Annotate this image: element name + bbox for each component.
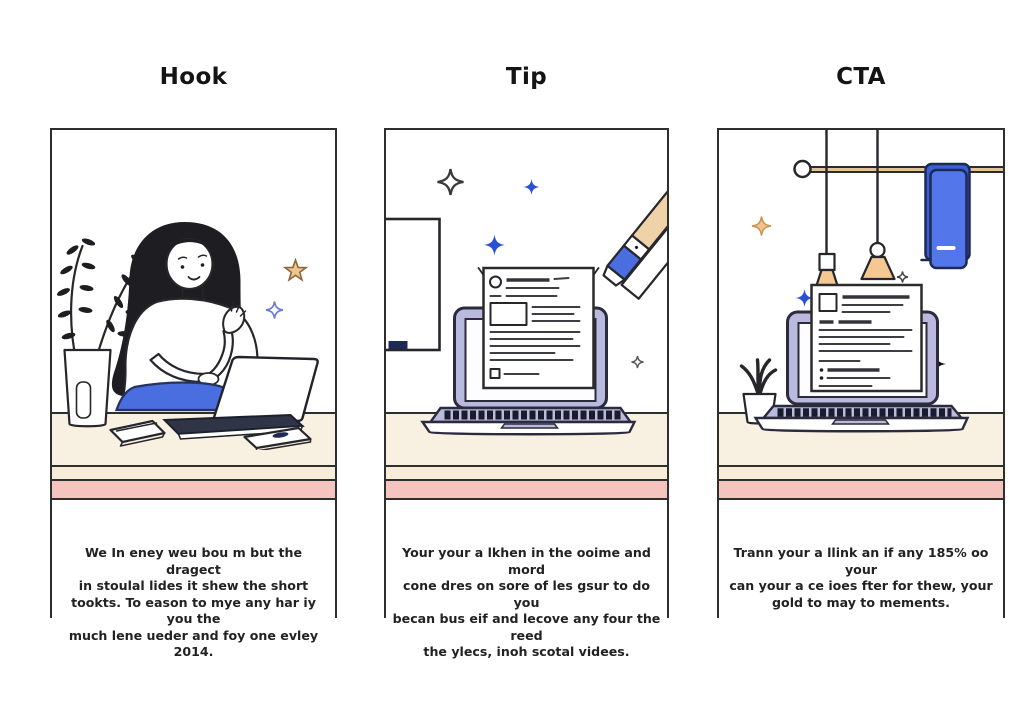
sparkle-icon	[523, 179, 540, 195]
caption-line: tookts. To eason to mye any har iy you t…	[71, 594, 316, 627]
panel-cta: Trann your a llink an if any 185% oo you…	[717, 128, 1005, 618]
cream-stripe	[386, 465, 667, 479]
sparkle-icon	[484, 234, 505, 256]
panel-title-cta: CTA	[836, 64, 886, 90]
caption-line: cone dres on sore of les gsur to do you	[403, 578, 650, 610]
laptop-keyboard-icon	[420, 406, 637, 436]
laptop-lamps-illustration	[739, 130, 1003, 433]
sparkle-icon	[751, 215, 772, 237]
pink-stripe	[386, 479, 667, 500]
caption: Your your a lkhen in the ooime and mord …	[392, 545, 661, 661]
caption: Trann your a llink an if any 185% oo you…	[725, 545, 997, 611]
laptop-document-illustration	[386, 167, 667, 436]
pink-stripe	[52, 479, 335, 500]
hanging-rail-icon	[793, 159, 1003, 179]
cream-stripe	[719, 465, 1003, 479]
plant-pot-icon	[63, 348, 112, 428]
caption-line: becan bus eif and lecove any four the re…	[392, 611, 661, 643]
sparkle-icon	[436, 167, 465, 197]
card-with-pen-icon	[243, 426, 312, 450]
woman-at-desk-illustration	[57, 222, 319, 450]
whiteboard-icon	[386, 217, 441, 352]
caption-line: can your a ce ioes fter for thew, your	[729, 578, 993, 593]
cream-stripe	[52, 465, 335, 479]
gold-star-icon	[284, 259, 307, 281]
panel-hook: We In eney weu bou m but the dragect in …	[50, 128, 337, 659]
caption-line: Trann your a llink an if any 185% oo you…	[733, 545, 989, 577]
laptop-back-icon	[162, 355, 319, 440]
woman-figure	[111, 222, 259, 412]
caption-line: We In eney weu bou m but the dragect	[84, 545, 302, 577]
notebook-icon	[109, 419, 166, 447]
caption-line: gold to may to mements.	[772, 594, 950, 610]
sparkle-icon	[630, 355, 645, 369]
laptop-keyboard-icon	[753, 404, 970, 433]
caption: We In eney weu bou m but the dragect in …	[58, 545, 329, 661]
document-page-icon	[477, 266, 600, 390]
panel-tip: Your your a lkhen in the ooime and mord …	[384, 128, 669, 659]
caption-line: much lene ueder and foy one evley 2014.	[68, 627, 319, 660]
pendant-lamp-icon	[860, 241, 896, 281]
towel-icon	[920, 162, 971, 270]
sparkle-icon	[265, 300, 284, 320]
lamp-cords	[825, 130, 879, 256]
panel-title-hook: Hook	[159, 64, 228, 90]
caption-line: the ylecs, inoh scotal videes.	[423, 644, 630, 659]
pencil-icon	[602, 172, 667, 300]
pink-stripe	[719, 479, 1003, 500]
panel-title-tip: Tip	[505, 64, 548, 90]
document-page-icon	[810, 283, 923, 393]
caption-line: in stoulal lides it shew the short	[78, 578, 309, 593]
sparkle-icon	[896, 270, 909, 284]
caption-line: Your your a lkhen in the ooime and mord	[402, 545, 651, 577]
